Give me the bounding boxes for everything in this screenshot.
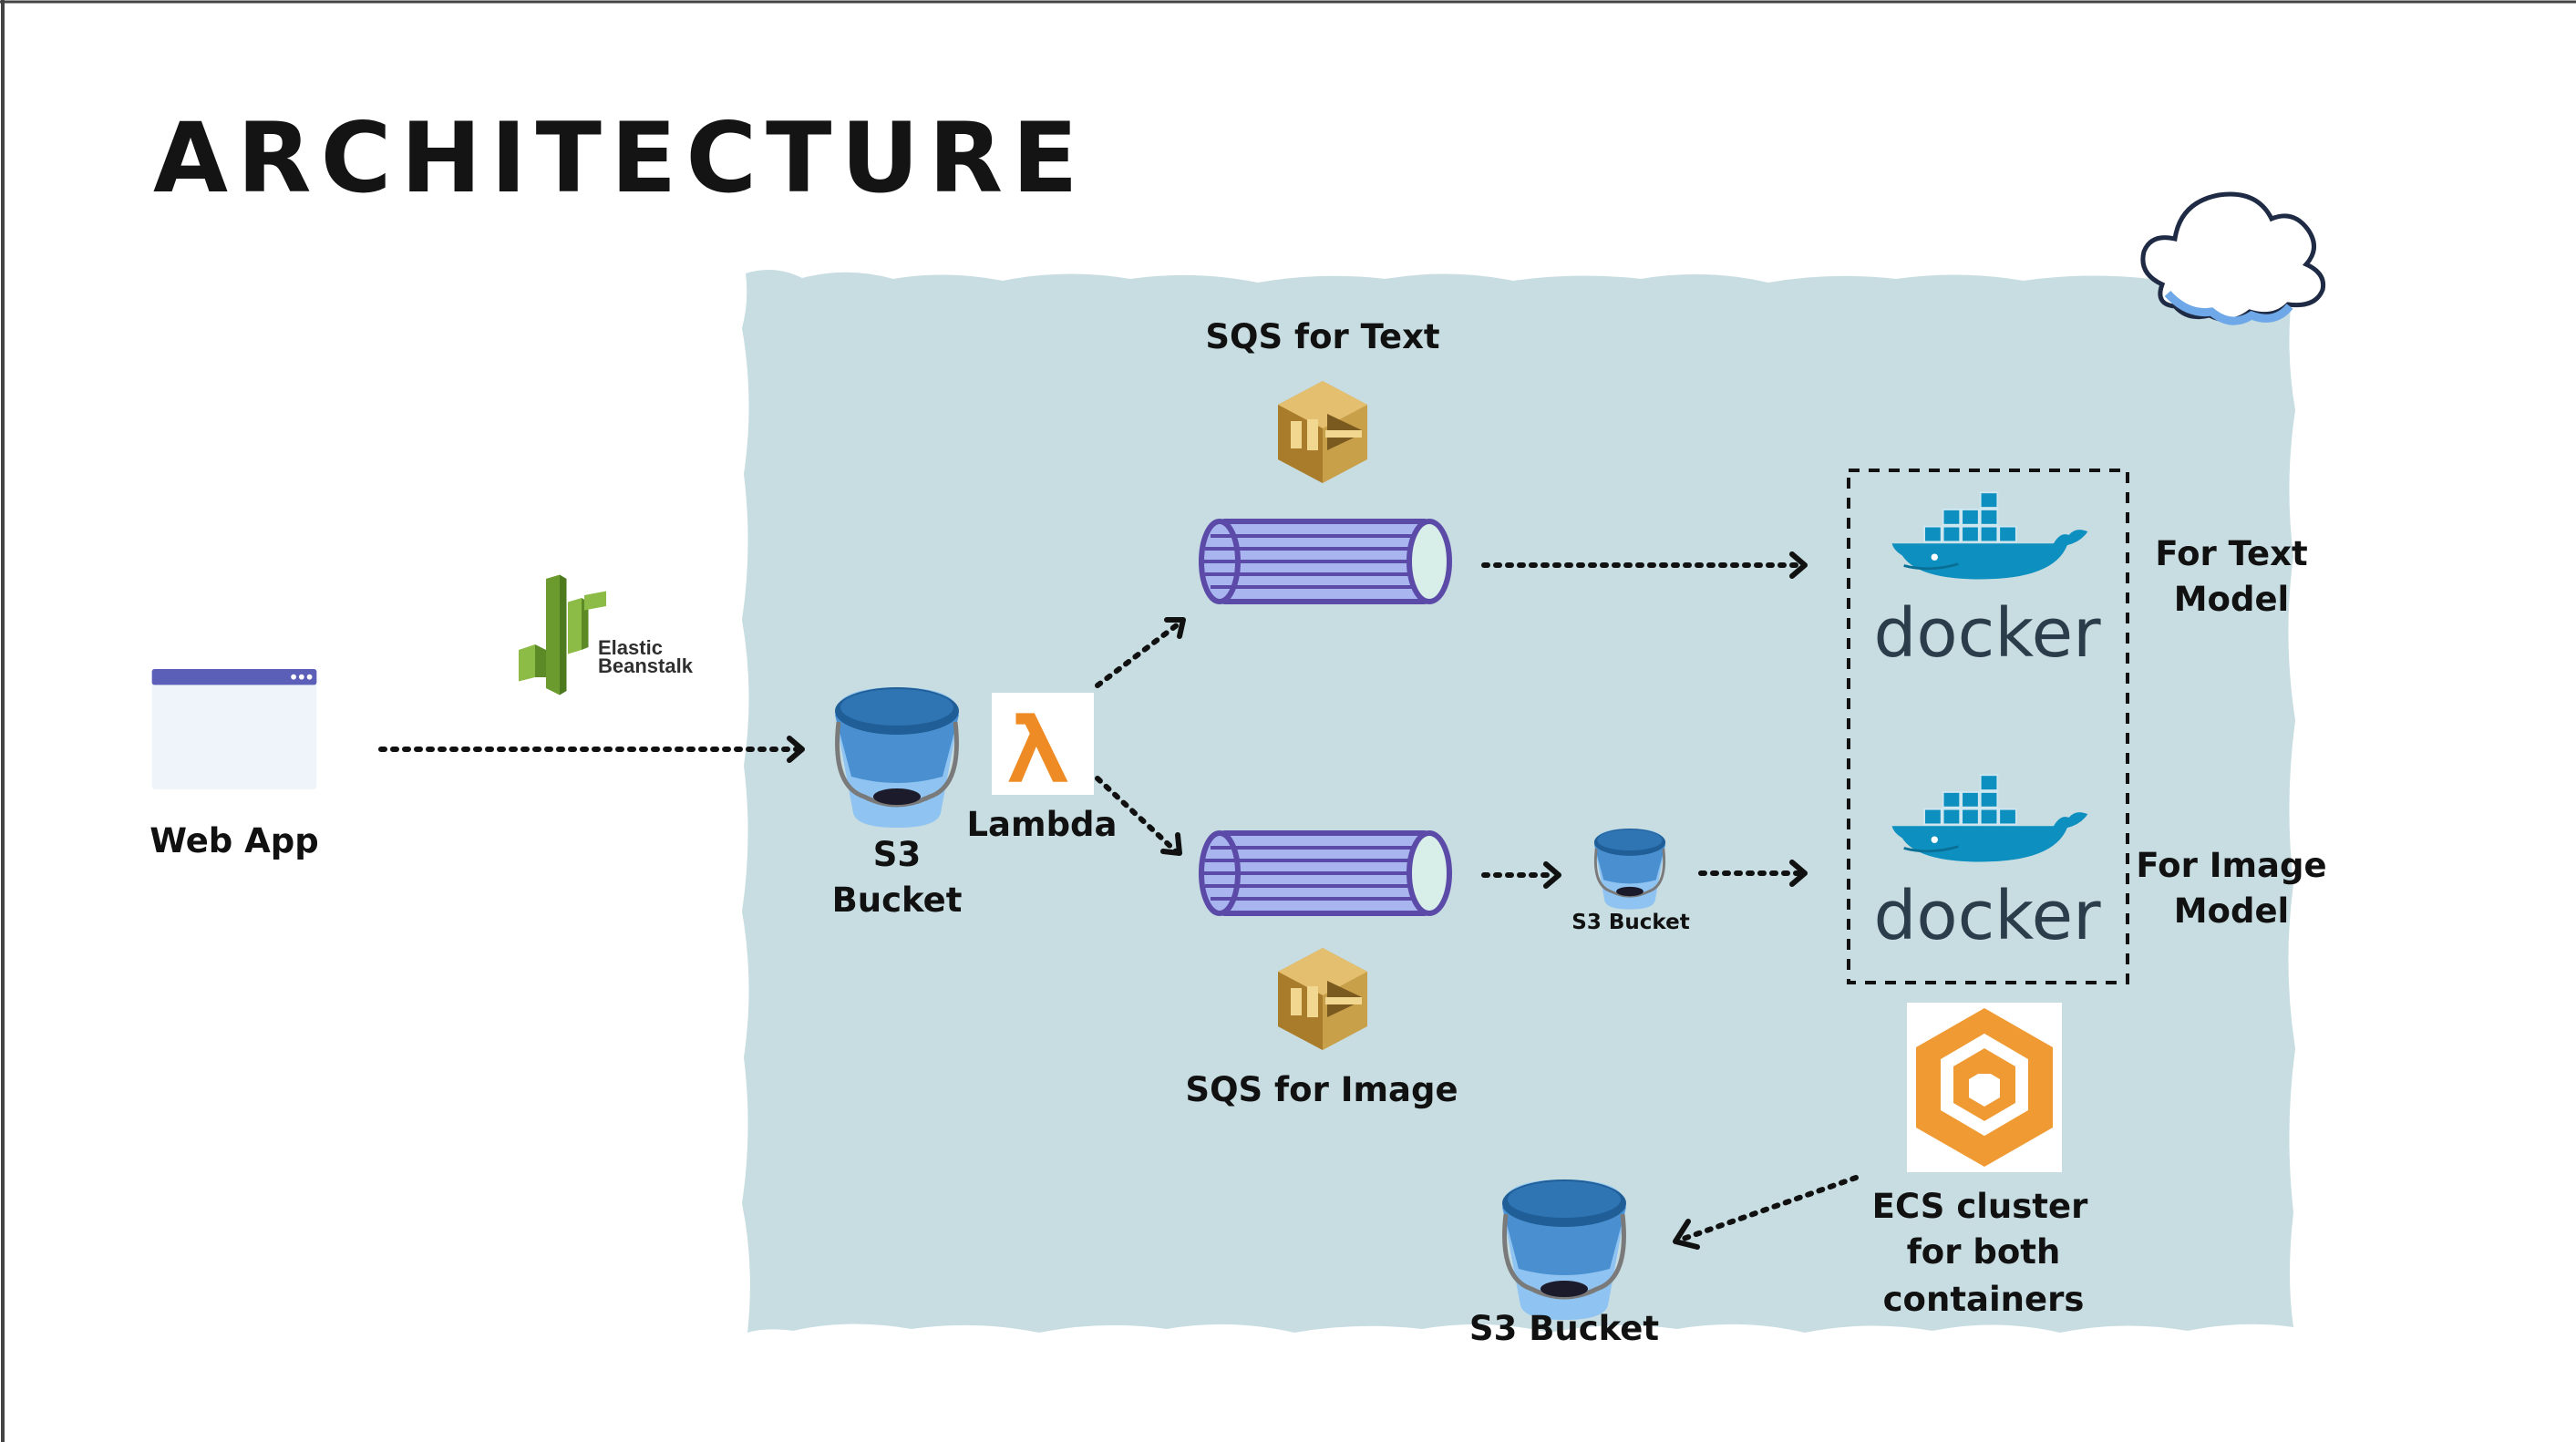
- cloud-icon: [2140, 191, 2326, 325]
- s3-bucket-output-node: S3 Bucket: [1469, 1179, 1659, 1348]
- ecs-cluster-label-3: containers: [1883, 1280, 2085, 1319]
- ecs-icon: [1907, 1003, 2062, 1172]
- arrows: [378, 551, 1859, 1250]
- s3-bucket-main-node: S3 Bucket: [832, 687, 963, 920]
- s3-bucket-output-label: S3 Bucket: [1469, 1309, 1659, 1348]
- sqs-image-node: SQS for Image: [1185, 833, 1458, 1109]
- sqs-text-node: SQS for Text: [1201, 317, 1449, 602]
- docker-text-node: docker: [1873, 490, 2101, 673]
- arrow-webapp-to-s3: [378, 736, 805, 763]
- lambda-label: Lambda: [966, 805, 1117, 844]
- lambda-node: Lambda: [966, 693, 1118, 844]
- sqs-image-label: SQS for Image: [1185, 1070, 1458, 1109]
- s3-bucket-icon: [835, 687, 959, 828]
- docker-image-label: docker: [1873, 877, 2101, 955]
- queue-icon: [1201, 521, 1449, 602]
- s3-bucket-icon: [1592, 827, 1667, 912]
- elastic-beanstalk-node: Elastic Beanstalk: [519, 574, 694, 695]
- for-image-model-label-1: For Image: [2136, 846, 2326, 885]
- architecture-panel: [742, 270, 2295, 1333]
- s3-bucket-main-label-1: S3: [873, 835, 921, 874]
- for-image-model-label-2: Model: [2174, 891, 2290, 931]
- container-group-box: [1847, 469, 2129, 984]
- arrow-ecs-to-s3-output: [1673, 1175, 1859, 1250]
- web-app-label: Web App: [149, 821, 319, 860]
- ecs-cluster-label-1: ECS cluster: [1872, 1187, 2088, 1226]
- s3-bucket-small-node: S3 Bucket: [1571, 827, 1690, 934]
- elastic-beanstalk-icon: [519, 574, 606, 695]
- ecs-cluster-node: ECS cluster for both containers: [1872, 1003, 2088, 1319]
- docker-image-node: docker: [1873, 773, 2101, 955]
- s3-bucket-icon: [1502, 1179, 1626, 1320]
- for-text-model-label-2: Model: [2174, 580, 2290, 619]
- arrow-sqs-text-to-docker: [1481, 551, 1808, 579]
- ecs-cluster-label-2: for both: [1907, 1232, 2061, 1272]
- queue-icon: [1201, 833, 1449, 913]
- browser-window-icon: [151, 668, 317, 790]
- elastic-beanstalk-label-1: Elastic: [598, 636, 663, 659]
- s3-bucket-small-label: S3 Bucket: [1571, 911, 1689, 934]
- lambda-icon: [992, 693, 1094, 795]
- arrow-s3-small-to-docker: [1698, 860, 1808, 887]
- elastic-beanstalk-label-2: Beanstalk: [598, 654, 694, 677]
- s3-bucket-main-label-2: Bucket: [832, 881, 963, 920]
- docker-text-label: docker: [1873, 594, 2101, 673]
- arrow-lambda-to-sqs-text: [1095, 617, 1186, 688]
- sqs-text-label: SQS for Text: [1205, 317, 1439, 356]
- web-app-node: Web App: [149, 668, 319, 860]
- for-text-model-label-1: For Text: [2155, 534, 2307, 573]
- arrow-lambda-to-sqs-image: [1095, 776, 1182, 856]
- page-title: ARCHITECTURE: [153, 102, 1087, 214]
- arrow-sqs-image-to-s3-small: [1481, 861, 1561, 889]
